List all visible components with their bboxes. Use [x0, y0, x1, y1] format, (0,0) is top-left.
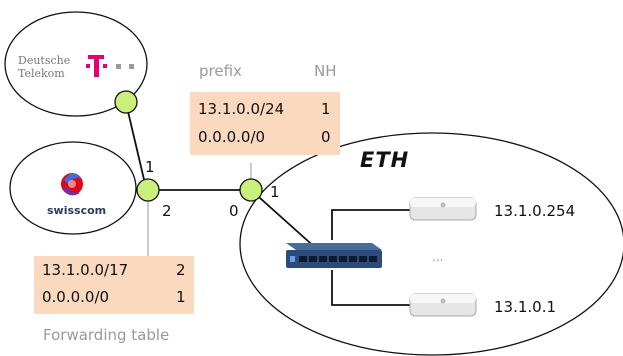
- swisscom-router: [136, 178, 160, 202]
- nh-cell: 0: [321, 128, 331, 146]
- eth-forwarding-table: 13.1.0.0/24 1 0.0.0.0/0 0: [190, 92, 340, 155]
- nh-cell: 2: [176, 261, 186, 279]
- host-top-address: 13.1.0.254: [494, 202, 576, 220]
- nh-cell: 1: [176, 288, 186, 306]
- telekom-name: Deutsche Telekom: [18, 54, 70, 80]
- swisscom-forwarding-table: 13.1.0.0/17 2 0.0.0.0/0 1: [34, 256, 194, 314]
- eth-router: [239, 178, 263, 202]
- host-bottom-icon: [409, 293, 477, 317]
- port-swisscom-1: 1: [145, 158, 155, 176]
- eth-cloud: [239, 132, 623, 356]
- telekom-cloud: [4, 11, 148, 117]
- swisscom-logo-icon: [61, 173, 83, 196]
- prefix-cell: 0.0.0.0/0: [42, 288, 110, 306]
- telekom-name-line2: Telekom: [18, 67, 65, 80]
- switch-icon: [286, 243, 382, 268]
- prefix-cell: 0.0.0.0/0: [198, 128, 266, 146]
- telekom-name-line1: Deutsche: [18, 54, 71, 67]
- nh-cell: 1: [321, 100, 331, 118]
- host-top-icon: [409, 197, 477, 221]
- eth-table-header-prefix: prefix: [199, 62, 242, 80]
- telekom-logo-icon: [86, 55, 134, 77]
- swisscom-name: swisscom: [47, 204, 107, 217]
- link-switch-host-top: [331, 209, 410, 240]
- forwarding-table-caption: Forwarding table: [43, 326, 170, 344]
- link-switch-host-bottom: [331, 270, 410, 306]
- eth-table-header-nh: NH: [314, 62, 337, 80]
- telekom-router: [114, 90, 138, 114]
- link-eth-switch: [250, 189, 319, 251]
- port-swisscom-2: 2: [162, 202, 172, 220]
- port-eth-0: 0: [229, 202, 239, 220]
- link-telekom-swisscom: [125, 102, 147, 189]
- port-eth-1: 1: [270, 183, 280, 201]
- host-bottom-address: 13.1.0.1: [494, 298, 557, 316]
- prefix-cell: 13.1.0.0/17: [42, 261, 129, 279]
- prefix-cell: 13.1.0.0/24: [198, 100, 285, 118]
- hosts-ellipsis: ...: [432, 250, 444, 264]
- eth-label: ETH: [360, 148, 410, 172]
